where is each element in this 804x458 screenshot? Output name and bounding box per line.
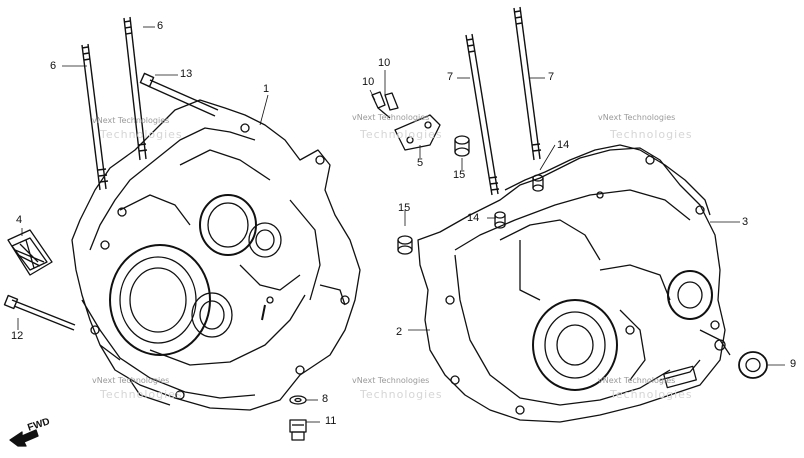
small-parts (7, 91, 768, 441)
watermark-large: Technologies (100, 128, 183, 141)
callout-14-upper: 14 (557, 139, 570, 151)
callout-15-upper: 15 (453, 169, 466, 181)
watermark: vNext Technologies (598, 376, 676, 385)
callout-6-upper: 6 (157, 20, 164, 32)
watermark: vNext Technologies (352, 113, 430, 122)
watermark-large: Technologies (360, 128, 443, 141)
leader-lines (17, 26, 785, 423)
callout-5: 5 (417, 157, 424, 169)
watermark: vNext Technologies (92, 376, 170, 385)
callout-12: 12 (11, 330, 24, 342)
stud-bolts (3, 6, 542, 331)
callout-3: 3 (742, 216, 749, 228)
callout-13: 13 (180, 68, 193, 80)
callout-4: 4 (16, 214, 23, 226)
watermark: vNext Technologies (92, 116, 170, 125)
callout-6-left: 6 (50, 60, 57, 72)
callout-8: 8 (322, 393, 329, 405)
left-crankcase-half (71, 99, 361, 411)
callout-11: 11 (325, 415, 337, 427)
watermark-large: Technologies (100, 388, 183, 401)
right-crankcase-half (417, 147, 731, 423)
watermark-large: Technologies (610, 388, 693, 401)
callout-9: 9 (790, 358, 797, 370)
watermark: vNext Technologies (598, 113, 676, 122)
callout-7-left: 7 (447, 71, 454, 83)
callout-1: 1 (263, 83, 270, 95)
callout-15-lower: 15 (398, 202, 411, 214)
fwd-arrow-icon (9, 429, 39, 447)
watermark-large: Technologies (360, 388, 443, 401)
callout-14-lower: 14 (467, 212, 480, 224)
callout-7-right: 7 (548, 71, 555, 83)
callout-10-lower: 10 (362, 76, 375, 88)
watermark: vNext Technologies (352, 376, 430, 385)
callout-10-upper: 10 (378, 57, 391, 69)
watermark-large: Technologies (610, 128, 693, 141)
callout-2: 2 (396, 326, 403, 338)
